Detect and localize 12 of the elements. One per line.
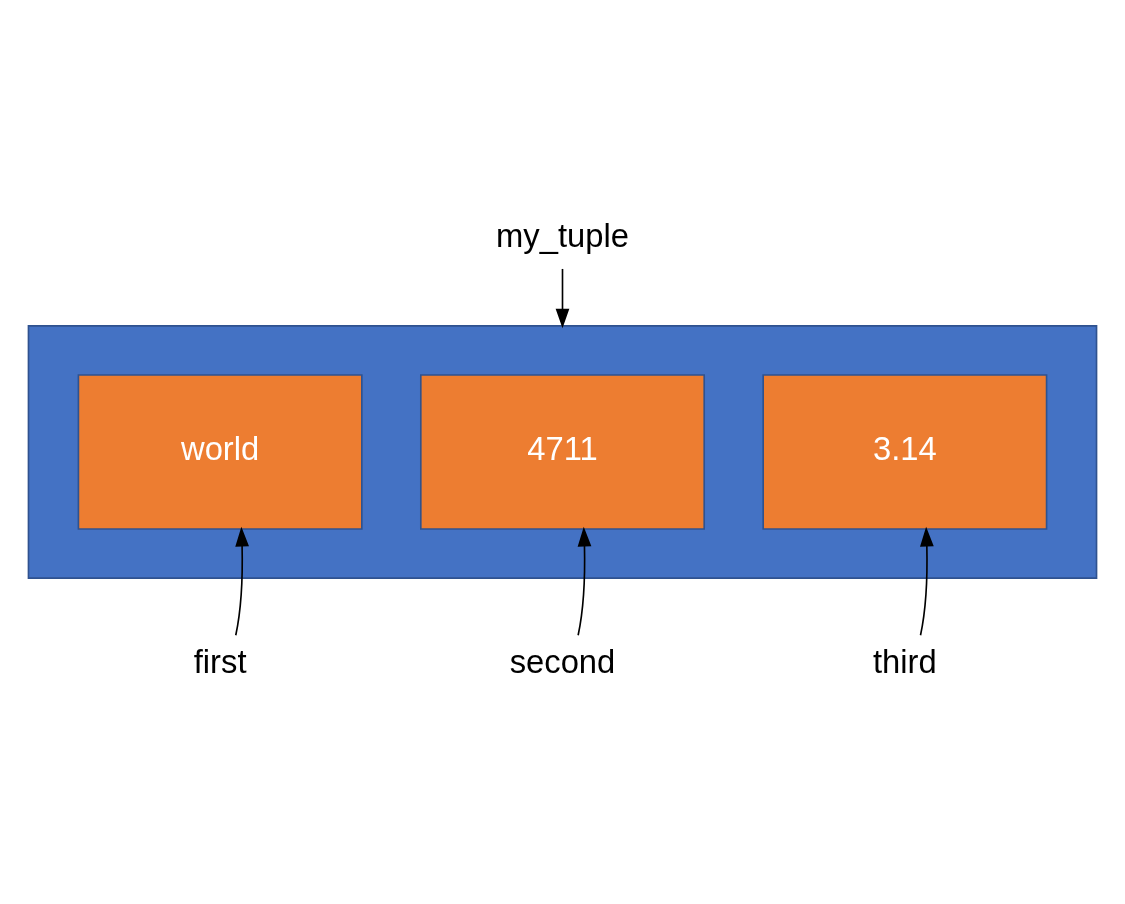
node-box: 4711 (420, 374, 706, 530)
arrow (577, 526, 592, 637)
node-text: second (509, 643, 616, 681)
arrow (919, 526, 934, 637)
node-text: third (873, 643, 937, 681)
node-box: world (77, 374, 363, 530)
arrow (555, 268, 570, 329)
cluster (27, 325, 1098, 579)
node-box: 3.14 (762, 374, 1048, 530)
node-text: my_tuple (496, 217, 629, 255)
node-text: first (193, 643, 247, 681)
arrow (234, 526, 249, 637)
